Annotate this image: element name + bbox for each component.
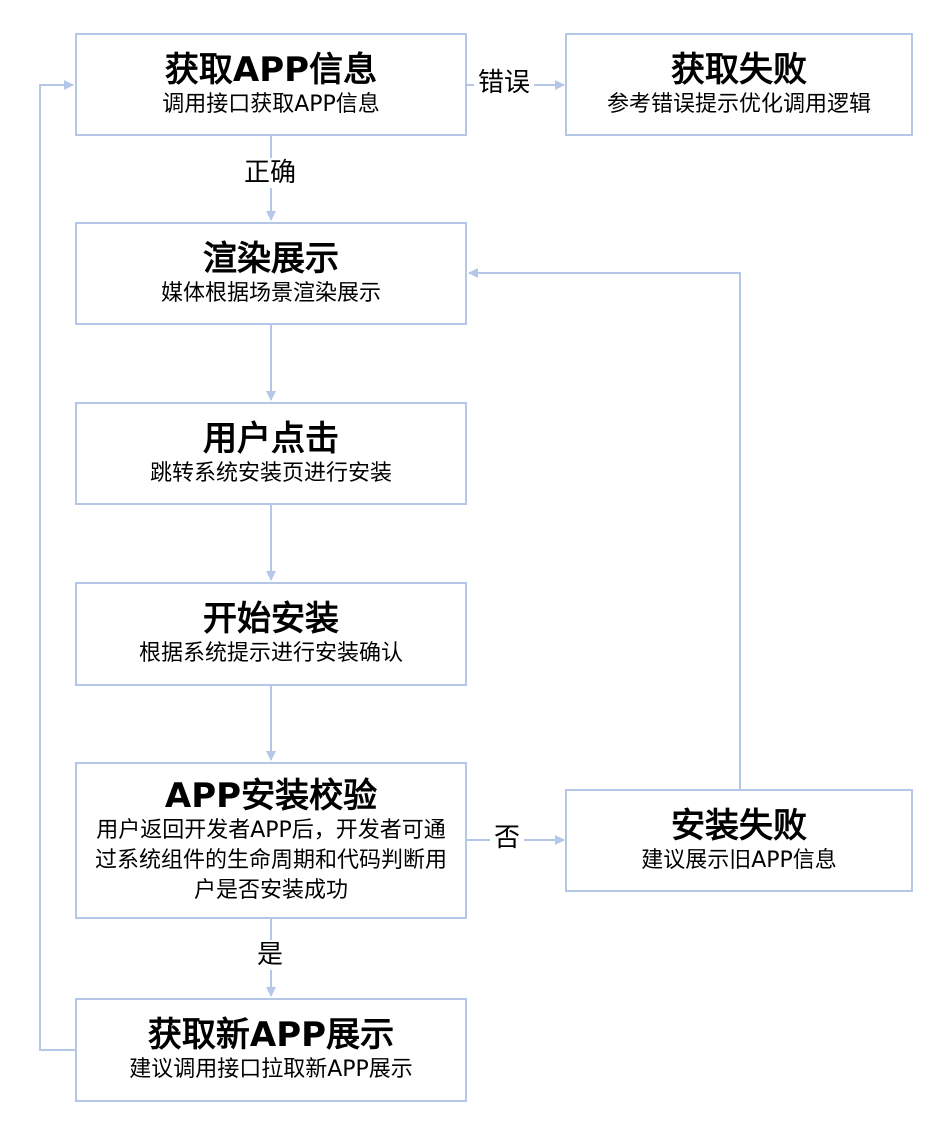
edge-get-new-to-get-info [39, 80, 75, 1051]
node-get-new: 获取新APP展示 建议调用接口拉取新APP展示 [75, 998, 467, 1102]
node-get-info: 获取APP信息 调用接口获取APP信息 [75, 33, 467, 136]
node-user-click: 用户点击 跳转系统安装页进行安装 [75, 402, 467, 505]
node-user-click-title: 用户点击 [203, 418, 339, 459]
node-render-title: 渲染展示 [203, 238, 339, 279]
edge-install-failed-to-render [468, 268, 741, 789]
node-verify-subtitle: 用户返回开发者APP后，开发者可通过系统组件的生命周期和代码判断用户是否安装成功 [94, 817, 447, 903]
edge-label-yes: 是 [253, 940, 288, 970]
node-get-failed-title: 获取失败 [671, 49, 807, 90]
edge-label-correct: 正确 [240, 158, 301, 188]
edge-label-no: 否 [490, 823, 525, 853]
node-start-install: 开始安装 根据系统提示进行安装确认 [75, 582, 467, 686]
node-get-info-subtitle: 调用接口获取APP信息 [162, 91, 380, 117]
node-user-click-subtitle: 跳转系统安装页进行安装 [149, 460, 392, 486]
node-verify-title: APP安装校验 [164, 775, 378, 816]
node-install-failed-subtitle: 建议展示旧APP信息 [641, 847, 837, 873]
node-render: 渲染展示 媒体根据场景渲染展示 [75, 222, 467, 325]
node-get-new-subtitle: 建议调用接口拉取新APP展示 [129, 1057, 413, 1082]
node-start-install-subtitle: 根据系统提示进行安装确认 [138, 641, 403, 666]
node-render-subtitle: 媒体根据场景渲染展示 [160, 280, 381, 306]
node-install-failed-title: 安装失败 [671, 805, 807, 846]
node-get-info-title: 获取APP信息 [164, 49, 378, 90]
node-get-failed-subtitle: 参考错误提示优化调用逻辑 [606, 91, 871, 117]
node-get-new-title: 获取新APP展示 [147, 1015, 395, 1055]
node-get-failed: 获取失败 参考错误提示优化调用逻辑 [565, 33, 913, 136]
node-verify: APP安装校验 用户返回开发者APP后，开发者可通过系统组件的生命周期和代码判断… [75, 762, 467, 919]
node-install-failed: 安装失败 建议展示旧APP信息 [565, 789, 913, 892]
edge-label-error: 错误 [474, 68, 535, 98]
node-start-install-title: 开始安装 [203, 599, 339, 639]
